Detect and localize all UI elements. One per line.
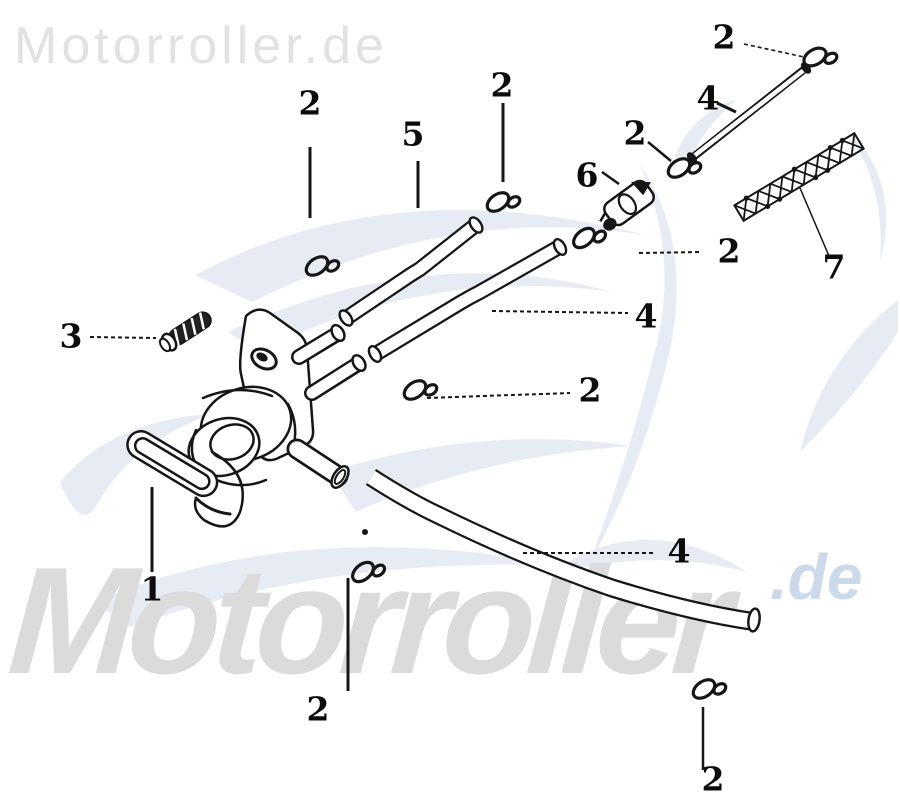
hose-clamp-glyph bbox=[399, 371, 441, 410]
top-watermark-text: Motorroller.de bbox=[14, 17, 388, 75]
bottom-watermark-de: .de bbox=[770, 541, 863, 613]
leader-line bbox=[89, 336, 157, 339]
hose-clamp-glyph bbox=[482, 183, 524, 222]
long-fuel-hose-drawing bbox=[362, 469, 761, 633]
fuel-tap-drawing bbox=[126, 308, 367, 528]
leader-line bbox=[426, 392, 571, 399]
leader-line bbox=[647, 141, 672, 162]
vacuum-hose-drawing bbox=[338, 216, 484, 327]
leader-line bbox=[716, 101, 737, 114]
hose-clamp-glyph bbox=[301, 247, 343, 286]
hose-clamp-glyph bbox=[568, 218, 610, 258]
sleeve-lattice-drawing bbox=[733, 132, 865, 222]
clamp-layer bbox=[301, 39, 841, 709]
leader-line bbox=[601, 170, 620, 186]
leader-line bbox=[799, 187, 830, 257]
leader-line bbox=[743, 43, 805, 58]
leader-lines bbox=[89, 43, 830, 770]
upper-fuel-hose-drawing bbox=[367, 238, 568, 363]
hose-clamp-glyph bbox=[688, 670, 730, 709]
screw-drawing bbox=[158, 311, 212, 353]
check-valve-drawing bbox=[599, 179, 655, 231]
leader-line bbox=[491, 310, 629, 314]
fuel-pipe-drawing bbox=[686, 62, 812, 164]
leader-line bbox=[638, 251, 703, 254]
hose-clamp-glyph bbox=[347, 552, 389, 592]
